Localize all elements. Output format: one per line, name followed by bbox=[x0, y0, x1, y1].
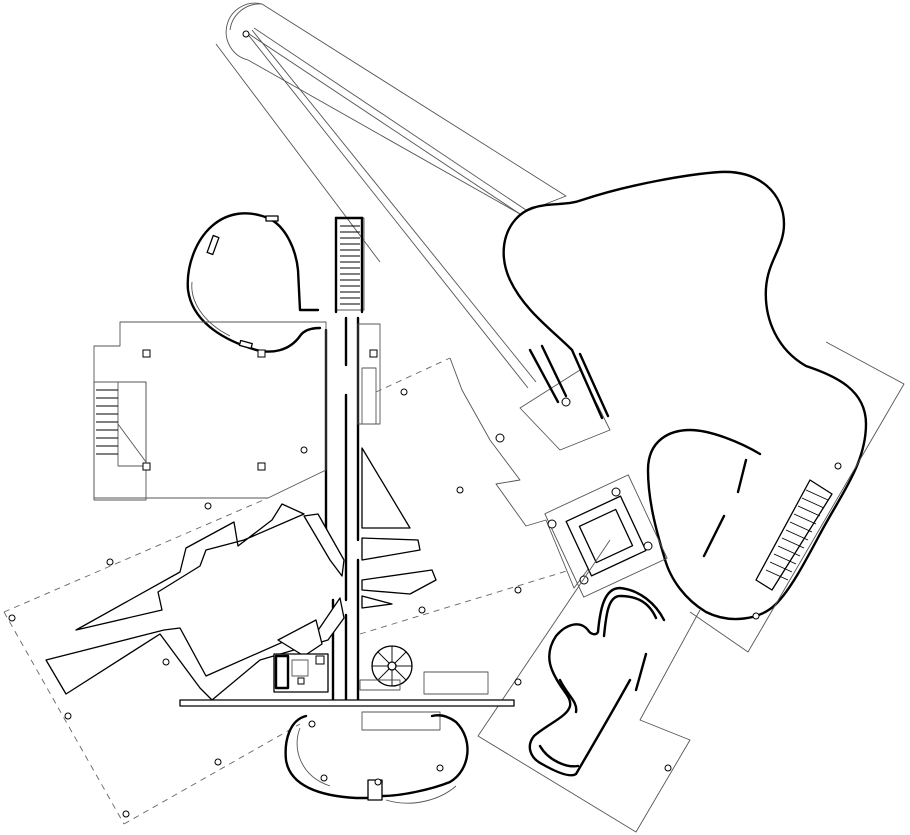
east-plot bbox=[689, 341, 905, 653]
upper-left-curved-room bbox=[186, 212, 322, 353]
diagonal-ramp-wing bbox=[215, 2, 567, 389]
lower-left-terrace bbox=[3, 446, 345, 825]
spine-wedges bbox=[277, 447, 437, 657]
east-stair-treads bbox=[765, 489, 829, 581]
spiral-stair bbox=[371, 645, 413, 687]
service-block bbox=[273, 653, 329, 693]
upper-right-blob-room bbox=[495, 170, 868, 621]
horizontal-beam bbox=[179, 671, 522, 731]
right-dashed-field bbox=[359, 357, 571, 635]
left-block bbox=[93, 321, 378, 501]
square-pavilion bbox=[544, 474, 668, 598]
spine-stair-treads bbox=[340, 225, 360, 305]
bottom-kidney-room bbox=[284, 714, 469, 804]
left-block-stair-treads bbox=[96, 389, 118, 455]
lower-right-serpentine-room bbox=[477, 539, 701, 833]
